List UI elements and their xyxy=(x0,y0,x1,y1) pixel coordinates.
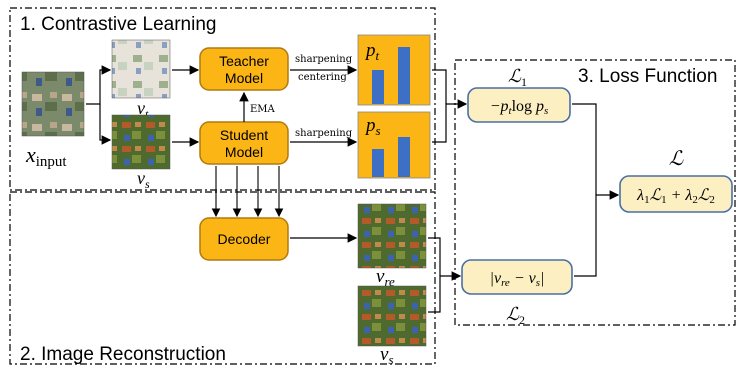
decoder-label: Decoder xyxy=(218,231,271,247)
v-re-label: vre xyxy=(376,266,395,289)
loss2-box xyxy=(461,259,573,295)
loss-section-title: 3. Loss Function xyxy=(578,66,717,87)
student-sharpening-label: sharpening xyxy=(295,128,353,139)
ps-label: ps xyxy=(364,115,381,138)
satellite-image-reconstruction xyxy=(357,203,427,269)
vre-to-loss2-line xyxy=(428,237,441,276)
teacher-centering-label: centering xyxy=(298,72,347,83)
x-input-label: xinput xyxy=(25,142,67,170)
pt-distribution-box xyxy=(357,34,431,106)
input-split-line-lower xyxy=(99,104,112,145)
input-split-line xyxy=(86,65,112,105)
ps-distribution-box xyxy=(357,111,431,179)
contrastive-section-frame xyxy=(9,7,436,191)
pt-bar-2 xyxy=(398,47,410,104)
reconstruction-section-title: 2. Image Reconstruction xyxy=(20,344,226,365)
total-loss-box xyxy=(619,175,733,213)
L1-label: ℒ1 xyxy=(508,66,527,89)
teacher-sharpening-label: sharpening xyxy=(295,54,353,65)
vs-to-loss2-line xyxy=(428,271,462,313)
teacher-model-line2: Model xyxy=(225,70,263,86)
v-t-label: vt xyxy=(137,98,149,121)
v-s2-label: vs xyxy=(380,344,394,366)
pt-to-loss1-line xyxy=(432,69,447,104)
ps-bar-1 xyxy=(372,149,384,177)
loss1-box xyxy=(467,87,571,123)
decoder-box xyxy=(199,217,289,261)
satellite-image-student-view xyxy=(111,114,171,170)
teacher-model-line1: Teacher xyxy=(219,53,269,69)
teacher-model-box xyxy=(199,47,289,91)
ps-to-loss1-line xyxy=(432,99,468,143)
reconstruction-section-frame xyxy=(9,191,436,365)
contrastive-section-title: 1. Contrastive Learning xyxy=(20,14,216,35)
ema-label: EMA xyxy=(250,104,276,115)
pt-bar-1 xyxy=(372,70,384,104)
pt-label: pt xyxy=(364,40,380,63)
L2-label: ℒ2 xyxy=(506,304,525,327)
satellite-image-teacher-view xyxy=(111,39,171,99)
ps-bar-2 xyxy=(398,137,410,177)
loss2-to-total-line xyxy=(574,190,620,277)
L-total-label: ℒ xyxy=(669,148,684,170)
satellite-image-input xyxy=(21,71,85,137)
student-model-line1: Student xyxy=(220,127,268,143)
loss-section-frame xyxy=(454,59,736,326)
loss1-to-total-line xyxy=(572,103,597,195)
v-s-label: vs xyxy=(137,168,150,191)
loss1-formula: −ptlog ps xyxy=(490,98,549,117)
student-model-line2: Model xyxy=(225,144,263,160)
satellite-image-student-view-copy xyxy=(357,285,427,347)
